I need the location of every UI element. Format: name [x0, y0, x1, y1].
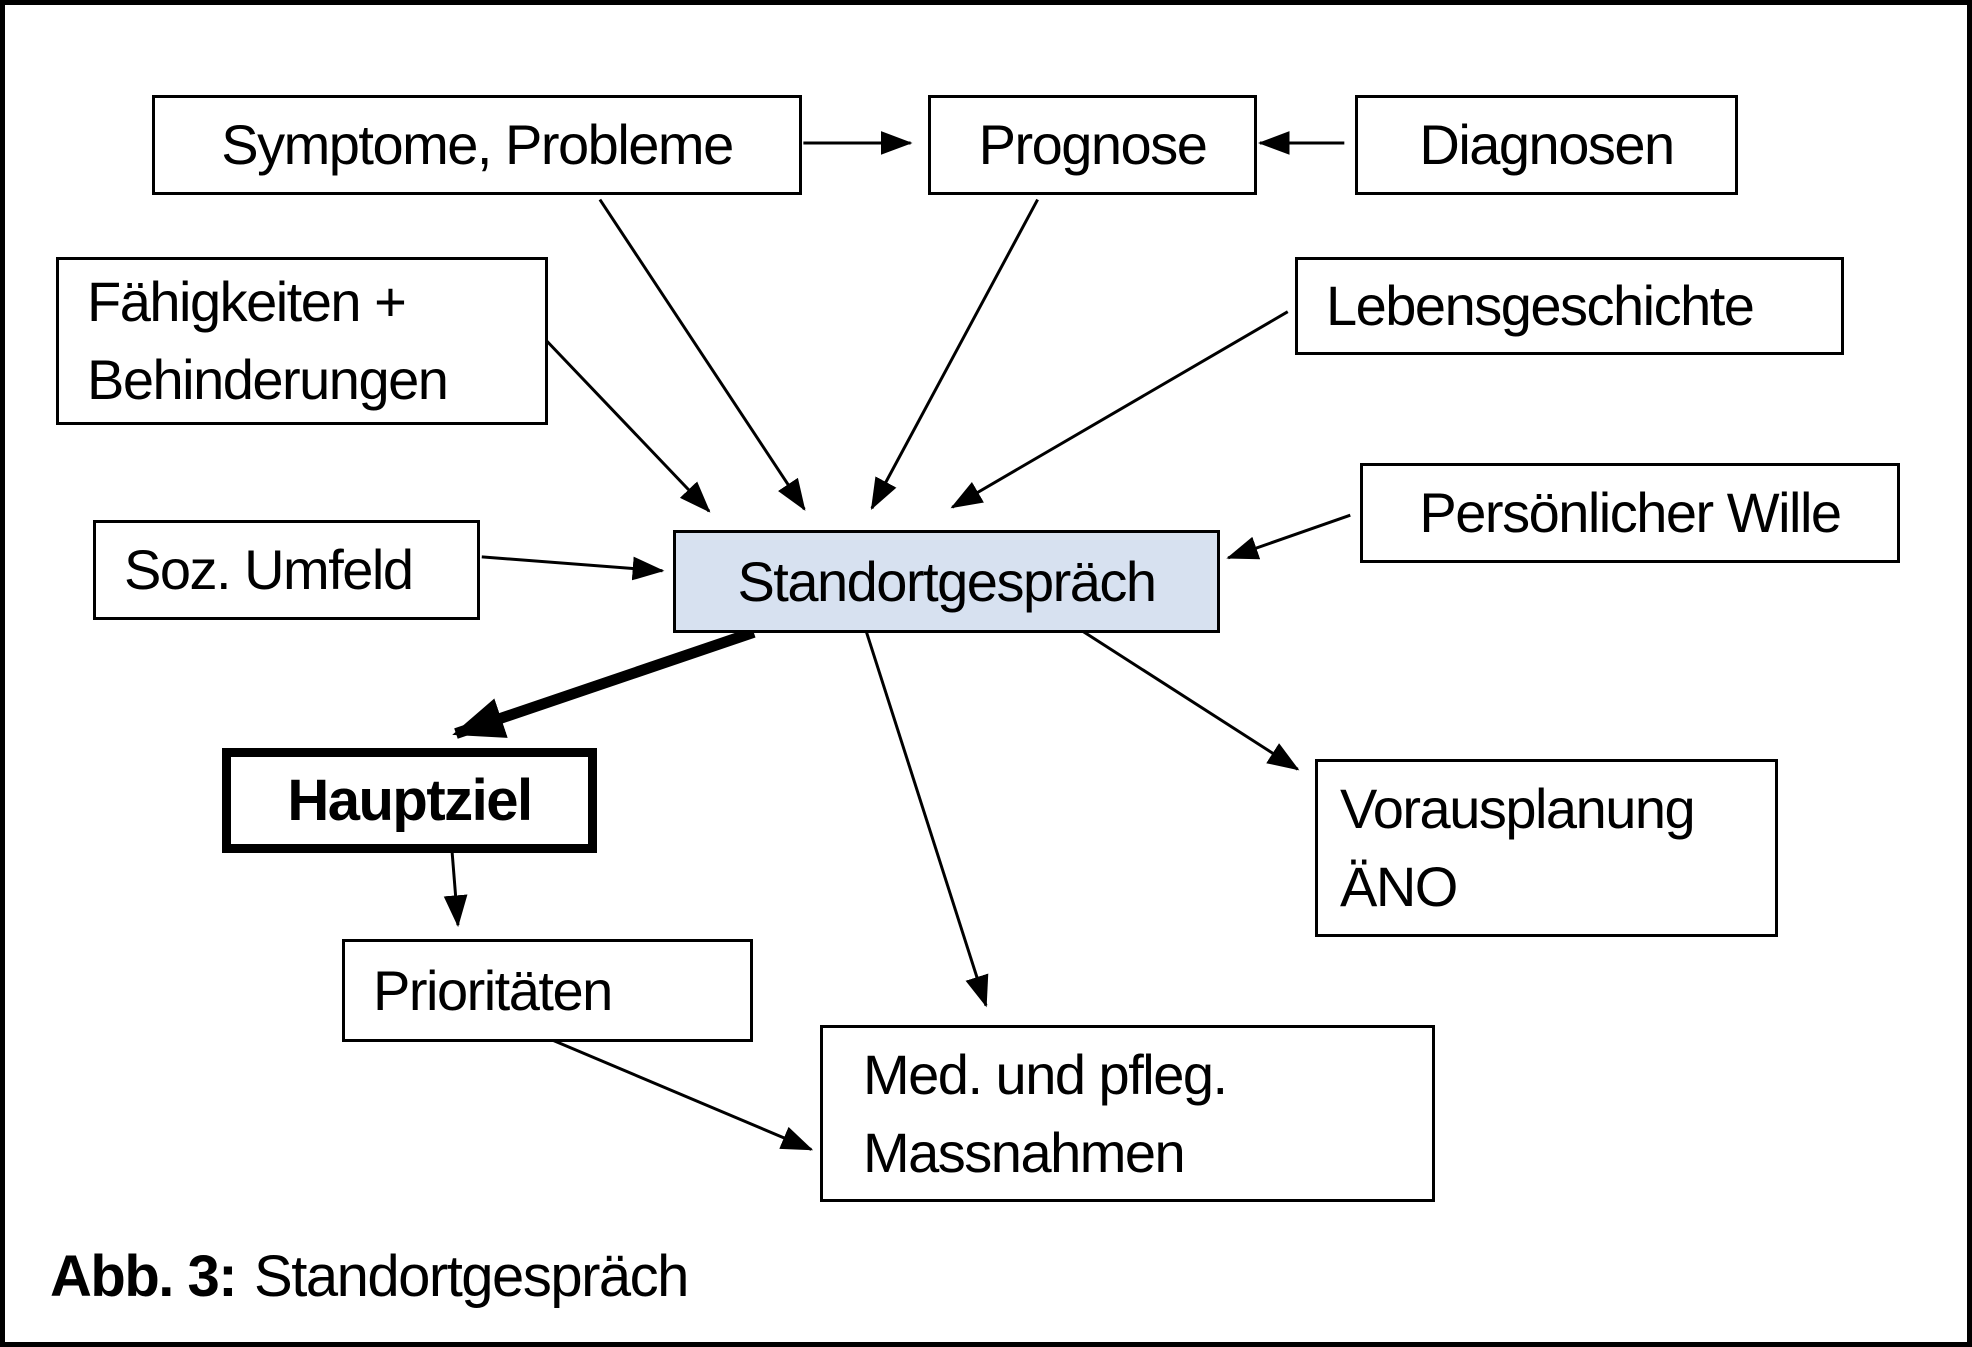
node-prioritaeten: Prioritäten	[342, 939, 753, 1042]
arrow-soz-umfeld-to-standortgespraech	[481, 555, 665, 581]
node-persoenlicher-wille: Persönlicher Wille	[1360, 463, 1900, 563]
arrow-persoenlicher-wille-to-standortgespraech	[1226, 513, 1351, 560]
node-standortgespraech: Standortgespräch	[673, 530, 1220, 633]
arrow-prognose-to-standortgespraech	[870, 198, 1039, 510]
figure-caption-title: Standortgespräch	[254, 1244, 689, 1309]
node-med-pfleg-massnahmen: Med. und pfleg. Massnahmen	[820, 1025, 1435, 1202]
arrow-standortgespraech-to-massnahmen	[864, 629, 989, 1008]
arrow-layer	[443, 131, 1351, 1151]
node-hauptziel: Hauptziel	[222, 748, 597, 853]
arrow-lebensgeschichte-to-standortgespraech	[950, 310, 1289, 509]
arrow-standortgespraech-to-hauptziel	[452, 627, 756, 739]
node-prognose: Prognose	[928, 95, 1257, 195]
arrow-standortgespraech-to-vorausplanung	[1080, 629, 1300, 771]
arrow-hauptziel-to-prioritaeten	[443, 850, 468, 928]
arrow-symptome-to-standortgespraech	[598, 198, 806, 511]
arrow-prioritaeten-to-massnahmen	[542, 1034, 814, 1151]
node-symptome-probleme: Symptome, Probleme	[152, 95, 802, 195]
figure-caption: Abb. 3:Standortgespräch	[50, 1243, 689, 1310]
node-soz-umfeld: Soz. Umfeld	[93, 520, 480, 620]
node-faehigkeiten-behinderungen: Fähigkeiten + Behinderungen	[56, 257, 548, 425]
node-diagnosen: Diagnosen	[1355, 95, 1738, 195]
arrow-faehigkeiten-to-standortgespraech	[545, 339, 711, 513]
node-lebensgeschichte: Lebensgeschichte	[1295, 257, 1844, 355]
figure-caption-number: Abb. 3:	[50, 1244, 238, 1309]
node-vorausplanung-aeno: Vorausplanung ÄNO	[1315, 759, 1778, 937]
